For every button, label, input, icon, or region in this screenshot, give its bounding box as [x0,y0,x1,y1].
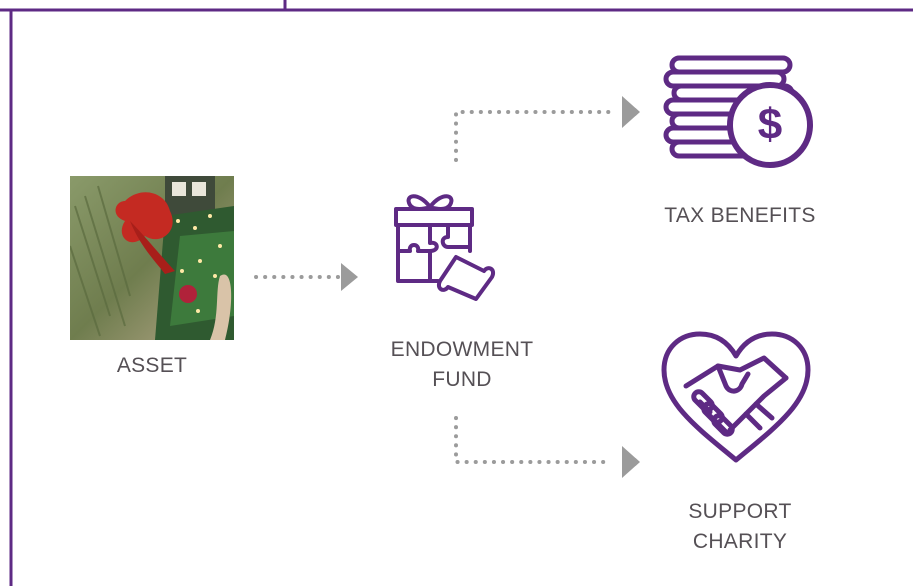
endowment-label-line2: FUND [432,368,492,391]
arrowhead-tax [622,96,640,128]
coin-stack-dollar-icon: $ [663,55,813,168]
charity-label-line2: CHARITY [692,530,788,553]
support-charity-label: SUPPORT CHARITY [650,497,830,557]
svg-text:$: $ [758,100,782,149]
charity-label-line1: SUPPORT [688,500,792,523]
endowment-fund-label: ENDOWMENT FUND [372,335,552,395]
tax-benefits-label-text: TAX BENEFITS [664,204,816,227]
endowment-label-line1: ENDOWMENT [390,338,534,361]
gift-puzzle-icon [394,194,495,301]
arrow-fund-to-charity [454,416,614,464]
asset-photo-illustration [70,176,234,340]
asset-photo [70,176,234,340]
asset-label: ASSET [70,351,234,381]
tax-benefits-label: TAX BENEFITS [640,201,840,231]
arrowhead-asset [341,263,358,291]
arrowhead-charity [622,446,640,478]
arrow-fund-to-tax [454,110,614,162]
heart-handshake-icon [661,331,811,463]
asset-label-text: ASSET [116,354,188,377]
